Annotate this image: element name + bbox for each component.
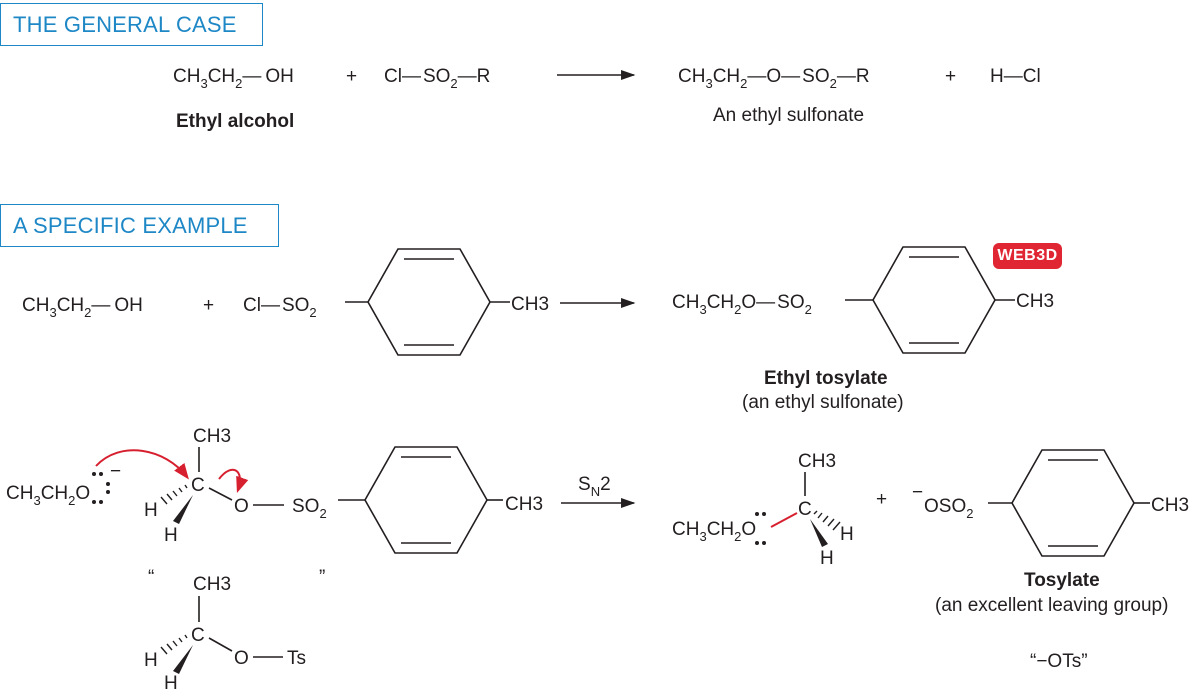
methyl-group: CH3: [798, 451, 836, 472]
methyl-group: CH3: [511, 294, 549, 315]
tosylate-description: (an excellent leaving group): [935, 595, 1168, 616]
hydrogen-atom: H: [164, 673, 178, 692]
methyl-group: CH3: [505, 494, 543, 515]
close-quote: ”: [319, 567, 325, 588]
ethyl-alcohol-label: Ethyl alcohol: [176, 111, 294, 132]
benzene-ring: [345, 248, 510, 356]
ethoxide-nucleophile: CH3CH2O: [6, 483, 90, 508]
tosylate-label: Tosylate: [1024, 570, 1100, 591]
hashed-bond: [160, 634, 188, 655]
benzene-ring: [845, 246, 1015, 354]
hydrogen-atom: H: [144, 650, 158, 671]
ethyl-sulfonate-label: An ethyl sulfonate: [713, 105, 864, 126]
specific-example-heading: A SPECIFIC EXAMPLE: [0, 204, 279, 247]
new-bond: [770, 512, 798, 528]
ots-shorthand: “−OTs”: [1030, 651, 1088, 672]
lone-pair-dots: [92, 472, 110, 504]
tosylate-anion: OSO2: [924, 496, 973, 521]
ethyl-tosylate-structure: CH3CH2O—SO2: [672, 292, 812, 317]
general-product-sulfonate: CH3CH2—O—SO2—R: [678, 66, 870, 91]
benzene-ring: [988, 449, 1150, 557]
plus-sign: +: [876, 489, 887, 510]
hcl-product: H—Cl: [990, 66, 1041, 87]
plus-sign: +: [945, 66, 956, 87]
specific-reactant-ethanol: CH3CH2—OH: [22, 295, 143, 320]
methyl-group: CH3: [193, 574, 231, 595]
oxygen-atom: O: [234, 496, 249, 517]
sn2-mechanism: CH3CH2O − CH3 C H H O SO2: [6, 426, 1189, 692]
hydrogen-atom: H: [820, 548, 834, 569]
lone-pair-dots: [755, 512, 766, 545]
ethyl-tosylate-description: (an ethyl sulfonate): [742, 392, 904, 413]
nucleophilic-attack-arrow: [95, 449, 189, 480]
general-reaction: CH3CH2—OH Ethyl alcohol + Cl—SO2—R CH3CH…: [173, 66, 1041, 132]
hashed-bond: [813, 510, 841, 531]
ethyl-tosylate-label: Ethyl tosylate: [764, 368, 888, 389]
sulfonyl-group: SO2: [292, 496, 327, 521]
specific-reaction: CH3CH2—OH + Cl—SO2 CH3 CH3CH2O—SO2 CH3 E…: [22, 246, 1054, 413]
methyl-group: CH3: [193, 426, 231, 447]
general-reactant-ethanol: CH3CH2—OH: [173, 66, 294, 91]
hydrogen-atom: H: [144, 500, 158, 521]
sn2-label: SN2: [578, 474, 611, 499]
general-reactant-sulfonyl-chloride: Cl—SO2—R: [384, 66, 490, 91]
methyl-group: CH3: [1151, 495, 1189, 516]
carbon-atom: C: [191, 475, 205, 496]
tosyl-chloride: Cl—SO2: [243, 295, 317, 320]
ether-product: CH3CH2O: [672, 519, 756, 544]
plus-sign: +: [346, 66, 357, 87]
methyl-group: CH3: [1016, 291, 1054, 312]
hashed-bond: [160, 484, 188, 505]
web3d-badge[interactable]: WEB3D: [993, 243, 1062, 269]
wedge-bond: [810, 519, 828, 547]
wedge-bond: [173, 495, 193, 524]
benzene-ring: [338, 446, 503, 554]
tosyl-abbreviation: Ts: [287, 648, 306, 669]
general-case-heading: THE GENERAL CASE: [0, 3, 263, 46]
negative-charge: −: [110, 461, 121, 482]
oxygen-atom: O: [234, 648, 249, 669]
leaving-group-arrow: [218, 468, 249, 494]
carbon-atom: C: [191, 625, 205, 646]
plus-sign: +: [203, 295, 214, 316]
hydrogen-atom: H: [840, 524, 854, 545]
hydrogen-atom: H: [164, 525, 178, 546]
wedge-bond: [173, 645, 193, 674]
open-quote: “: [148, 567, 154, 588]
negative-charge: −: [912, 482, 923, 503]
carbon-atom: C: [798, 499, 812, 520]
